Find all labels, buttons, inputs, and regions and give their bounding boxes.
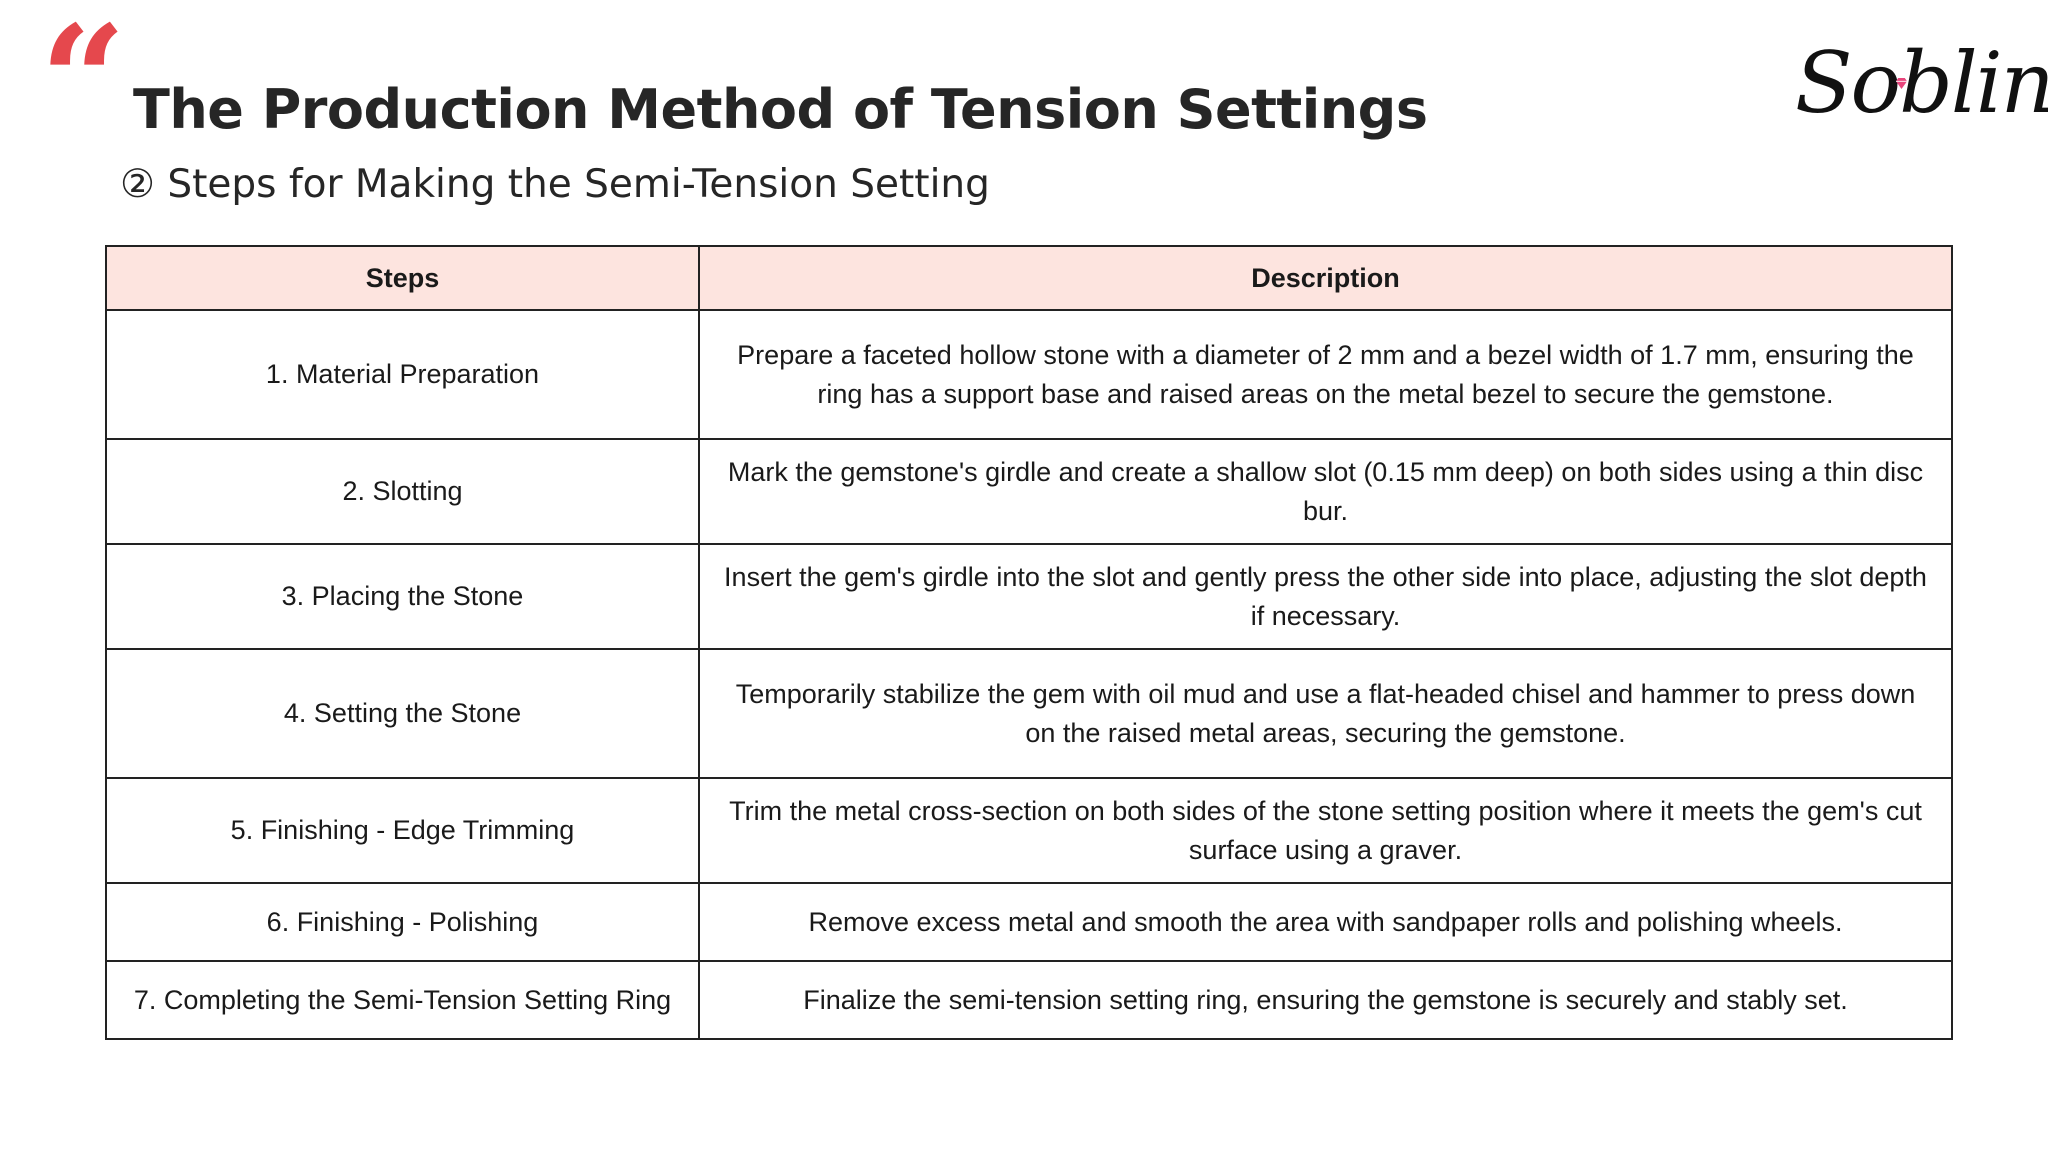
step-cell: 5. Finishing - Edge Trimming xyxy=(105,777,700,884)
column-header-steps: Steps xyxy=(105,245,700,311)
description-cell: Prepare a faceted hollow stone with a di… xyxy=(698,309,1953,440)
page-subtitle: ② Steps for Making the Semi-Tension Sett… xyxy=(120,162,990,207)
step-cell: 1. Material Preparation xyxy=(105,309,700,440)
table-row: 6. Finishing - Polishing Remove excess m… xyxy=(105,882,1953,962)
steps-table: Steps Description 1. Material Preparatio… xyxy=(105,245,1953,1040)
step-cell: 6. Finishing - Polishing xyxy=(105,882,700,962)
description-cell: Trim the metal cross-section on both sid… xyxy=(698,777,1953,884)
step-cell: 4. Setting the Stone xyxy=(105,648,700,779)
brand-logo: Sobling xyxy=(1795,34,2048,164)
description-cell: Remove excess metal and smooth the area … xyxy=(698,882,1953,962)
quote-mark-icon: “ xyxy=(40,0,127,169)
table-row: 5. Finishing - Edge Trimming Trim the me… xyxy=(105,777,1953,884)
step-cell: 2. Slotting xyxy=(105,438,700,545)
brand-logo-text: Sobling xyxy=(1795,34,2048,132)
step-cell: 3. Placing the Stone xyxy=(105,543,700,650)
pink-gem-icon xyxy=(1896,78,1907,89)
table-row: 2. Slotting Mark the gemstone's girdle a… xyxy=(105,438,1953,545)
table-header-row: Steps Description xyxy=(105,245,1953,311)
description-cell: Mark the gemstone's girdle and create a … xyxy=(698,438,1953,545)
table-row: 4. Setting the Stone Temporarily stabili… xyxy=(105,648,1953,779)
column-header-description: Description xyxy=(698,245,1953,311)
table-row: 3. Placing the Stone Insert the gem's gi… xyxy=(105,543,1953,650)
table-row: 7. Completing the Semi-Tension Setting R… xyxy=(105,960,1953,1040)
description-cell: Temporarily stabilize the gem with oil m… xyxy=(698,648,1953,779)
description-cell: Insert the gem's girdle into the slot an… xyxy=(698,543,1953,650)
step-cell: 7. Completing the Semi-Tension Setting R… xyxy=(105,960,700,1040)
page-title: The Production Method of Tension Setting… xyxy=(133,78,1428,141)
table-row: 1. Material Preparation Prepare a facete… xyxy=(105,309,1953,440)
description-cell: Finalize the semi-tension setting ring, … xyxy=(698,960,1953,1040)
